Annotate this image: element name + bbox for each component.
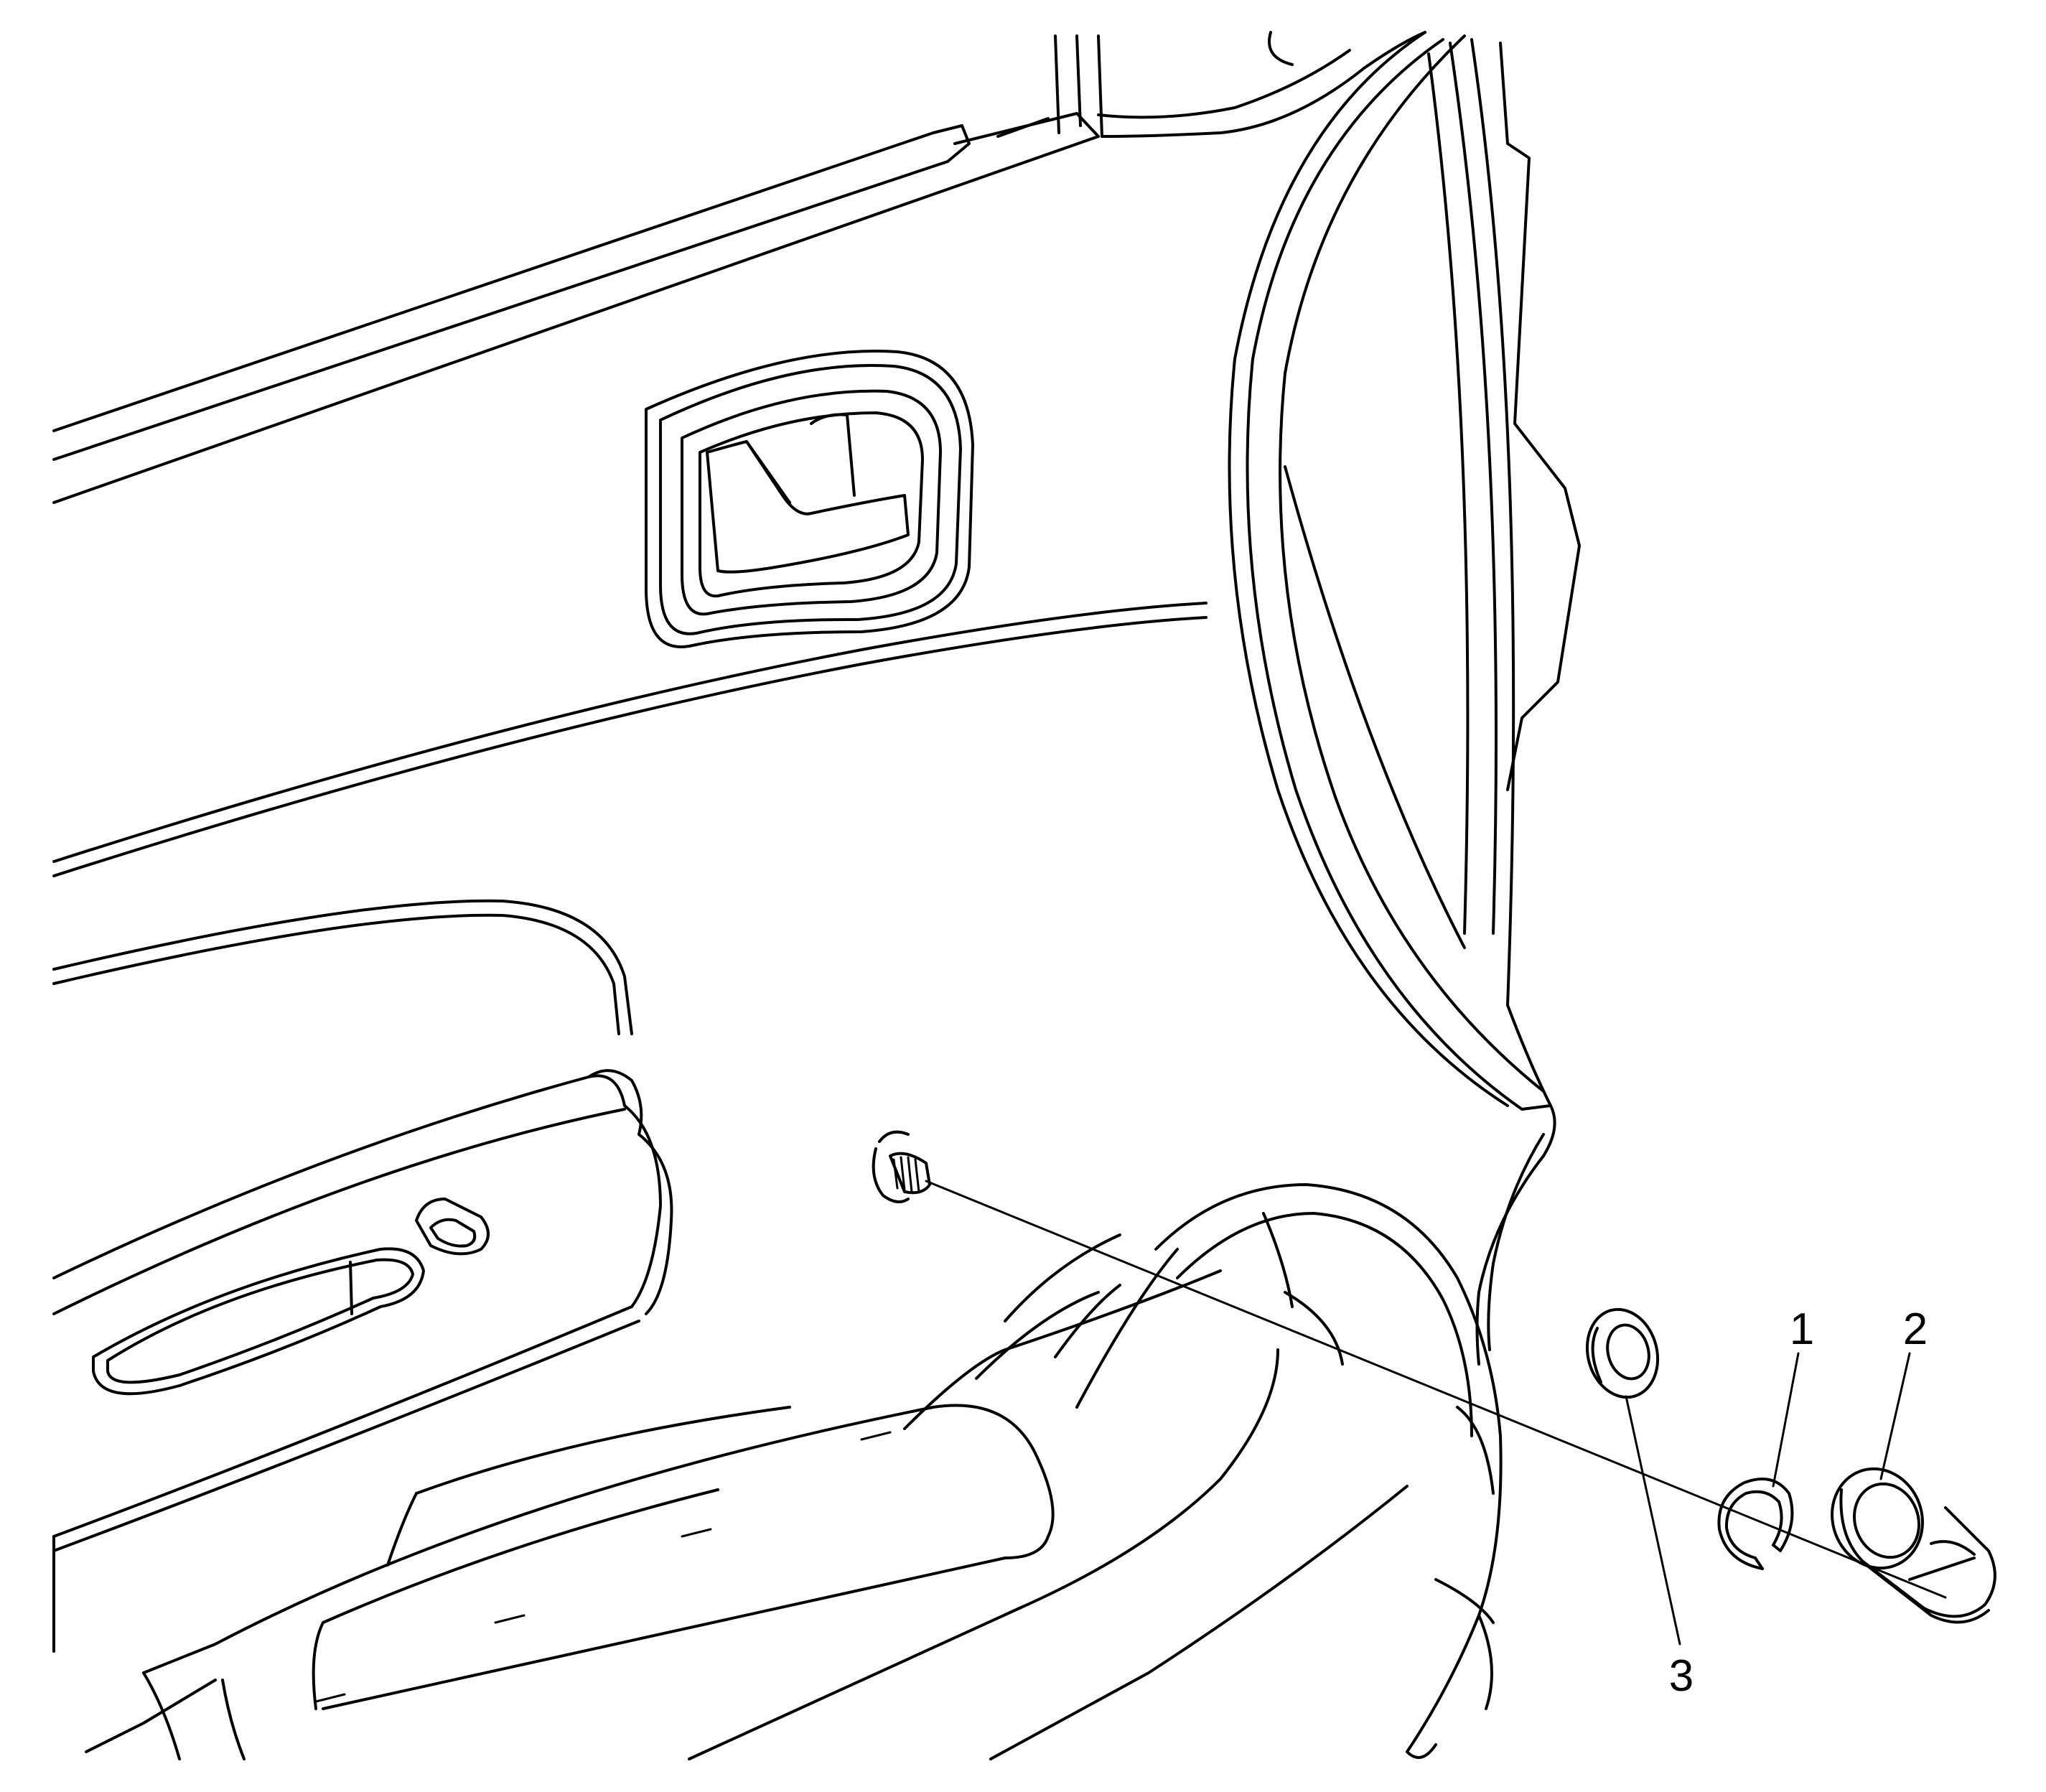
leader-line-1 — [1772, 1352, 1800, 1488]
door-frame-pillar — [1097, 31, 1581, 1366]
callout-3: 3 — [1669, 1651, 1694, 1701]
washer-part-3 — [1585, 1307, 1660, 1399]
regulator-handle-part-2 — [1831, 1467, 1996, 1624]
callout-1: 1 — [1790, 1305, 1814, 1354]
leader-line-3 — [1625, 1395, 1681, 1646]
leader-line-2 — [1879, 1352, 1911, 1480]
explode-axis-line — [925, 1180, 1947, 1599]
belt-molding — [52, 34, 1103, 504]
handle-stud — [872, 1130, 931, 1203]
lower-door-contours — [85, 1183, 1503, 1760]
inside-handle-bezel — [645, 350, 974, 648]
armrest — [52, 1069, 673, 1653]
door-panel-contours — [52, 602, 1207, 1035]
retaining-clip-part-1 — [1717, 1478, 1794, 1570]
callout-leaders — [1625, 1352, 1911, 1646]
callout-2: 2 — [1903, 1305, 1928, 1354]
